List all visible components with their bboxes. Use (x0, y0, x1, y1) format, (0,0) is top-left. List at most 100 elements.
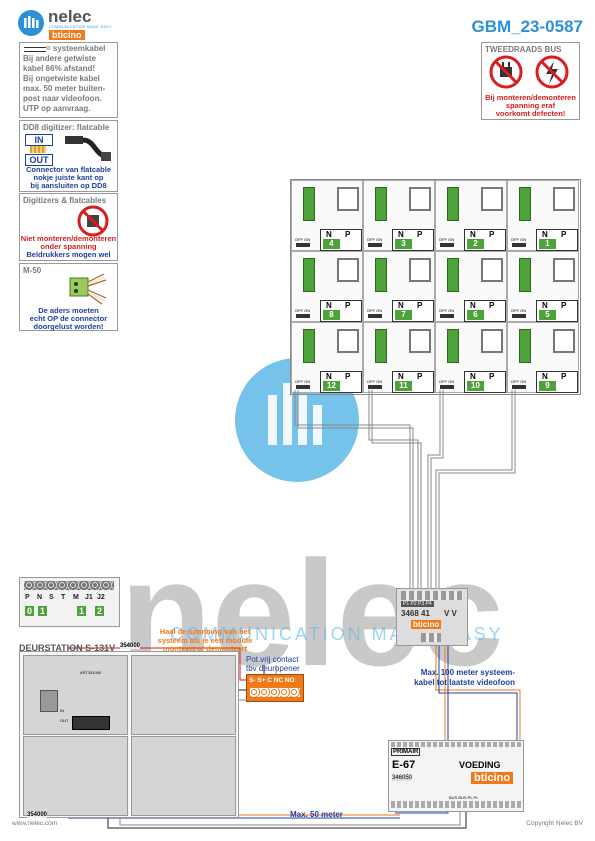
off-on-switch (368, 243, 382, 247)
off-on-switch (296, 385, 310, 389)
monitor-terminal (375, 329, 387, 363)
cable-line-4: max. 50 meter buiten- (23, 84, 106, 93)
power-brand: bticino (471, 772, 514, 784)
power-model: E-67 (392, 759, 416, 771)
monitor-screen (337, 187, 359, 211)
label-n: N (398, 230, 404, 239)
dd8-title: DD8 digitizer: flatcable (23, 123, 110, 132)
off-on-label: OFF ON (439, 379, 455, 384)
door-station-code-top: 354000 (120, 643, 141, 649)
logo-name: nelec (48, 7, 92, 26)
distributor-vv: V V (444, 609, 457, 618)
flat-note-3: Beldrukkers mogen wel (26, 250, 111, 259)
connector-photo (65, 136, 111, 161)
monitor-terminal (447, 187, 459, 221)
m50-title: M-50 (23, 266, 42, 275)
monitor-screen (409, 258, 431, 282)
cable-line-6: UTP op aanvraag. (23, 104, 91, 113)
off-on-label: OFF ON (295, 308, 311, 313)
label-p: P (417, 301, 423, 310)
label-n: N (470, 372, 476, 381)
relay-terminals: S- S+ C NC NO (249, 677, 295, 684)
door-station-code-bottom: 354000 (27, 812, 48, 818)
monitor-number: 10 (467, 381, 484, 391)
max-100-line-1: Max. 100 meter systeem- (420, 668, 515, 677)
label-n: N (398, 372, 404, 381)
flat-note-1: Niet monteren/demonteren (20, 234, 117, 243)
label-n: N (326, 301, 332, 310)
label-n: N (542, 372, 548, 381)
distributor-brand: bticino (411, 620, 442, 629)
dip-label: T (61, 594, 66, 601)
off-on-label: OFF ON (295, 237, 311, 242)
distributor-terminals-top (401, 591, 463, 600)
off-on-switch (296, 243, 310, 247)
dip-label: J2 (97, 594, 105, 601)
module-warning: Haal de spanning van het systeem als je … (150, 627, 260, 654)
logo: nelec COMMUNICATION MADE EASY bticino (18, 7, 138, 42)
dip-value: 1 (77, 606, 87, 616)
label-n: N (470, 230, 476, 239)
monitor-terminal (303, 187, 315, 221)
dip-label: J1 (85, 594, 93, 601)
off-on-switch (512, 314, 526, 318)
monitor-screen (553, 258, 575, 282)
module-bottom-right (131, 736, 236, 816)
out-label-1: OUT (60, 718, 69, 723)
monitor-number: 1 (539, 239, 556, 249)
module-top-right (131, 655, 236, 735)
flat-title: Digitizers & flatcables (23, 196, 107, 205)
distributor-model: 3468 41 (401, 609, 430, 618)
monitor-terminal (447, 329, 459, 363)
dip-value: 1 (38, 606, 48, 616)
monitor-screen (409, 329, 431, 353)
dip-value: 0 (25, 606, 35, 616)
monitor-terminal (375, 258, 387, 292)
monitor-screen (481, 187, 503, 211)
legend-m50-box: M-50 De aders moeten echt OP de connecto… (19, 263, 118, 331)
label-p: P (345, 372, 351, 381)
monitor-terminal (303, 258, 315, 292)
relay-title: Pot.vrij contact tbv deuropener (246, 655, 300, 673)
monitor-terminal (519, 258, 531, 292)
label-p: P (561, 301, 567, 310)
relay-screws (250, 688, 300, 697)
in-label-1: IN (60, 708, 64, 713)
dd8-flatcable (30, 146, 46, 153)
label-n: N (470, 301, 476, 310)
label-p: P (489, 230, 495, 239)
dip-label: N (37, 594, 43, 601)
label-p: P (345, 301, 351, 310)
label-p: P (561, 372, 567, 381)
off-on-switch (440, 314, 454, 318)
distributor-3468-41: P1 P2 P3 P4 3468 41 V V bticino (396, 588, 468, 646)
label-p: P (345, 230, 351, 239)
flat-note-2: onder spanning (40, 242, 97, 251)
off-on-switch (368, 314, 382, 318)
dd8-in-label: IN (25, 134, 53, 146)
logo-mark (18, 10, 44, 36)
label-n: N (326, 372, 332, 381)
module-warning-2: systeem als je een module (157, 635, 253, 645)
monitor-terminal (519, 187, 531, 221)
max-100-note: Max. 100 meter systeem- kabel tot laatst… (397, 668, 515, 688)
cable-line-5: post naar videofoon. (23, 94, 102, 103)
off-on-switch (512, 385, 526, 389)
module-warning-3: monteert of demonteert (162, 644, 248, 653)
monitor-terminal (303, 329, 315, 363)
off-on-switch (296, 314, 310, 318)
door-station-title: DEURSTATION S-131V (19, 643, 116, 653)
cable-symbol (24, 47, 46, 52)
